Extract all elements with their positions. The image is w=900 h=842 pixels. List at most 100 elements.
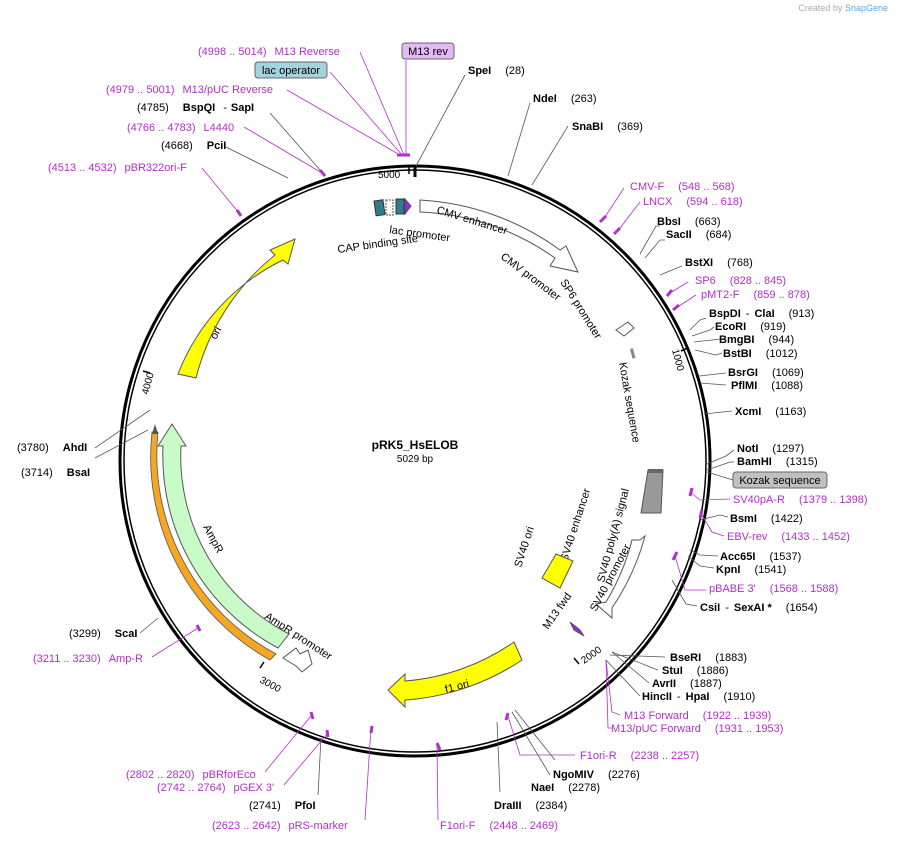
primer-label: (2623 .. 2642)pRS-marker: [212, 820, 348, 832]
primer-label: CMV-F(548 .. 568): [630, 181, 735, 193]
sv40-ori-bar: [541, 553, 574, 589]
sv40-promoter-arrow: [594, 534, 646, 620]
enzyme-label: DraIII(2384): [494, 800, 567, 812]
enzyme-label: (4785)BspQI-SapI: [137, 102, 254, 114]
cap-binding-site-label: CAP binding site: [337, 233, 419, 256]
sv40-ori-label: SV40 ori: [512, 525, 536, 569]
primer-label: F1ori-R(2238 .. 2257): [580, 750, 699, 762]
enzyme-label: BsrGI(1069): [728, 367, 804, 379]
kozak-mark-2: [648, 469, 663, 473]
lac-operator-label: lac operator: [262, 65, 320, 77]
enzyme-label: XcmI(1163): [735, 406, 806, 418]
enzyme-label: CsiI-SexAI *(1654): [700, 602, 818, 614]
enzyme-labels-left: (2741)PfoI (3299)ScaI (3714)BsaI (3780)A…: [17, 102, 316, 812]
plasmid-name: pRK5_HsELOB: [372, 438, 459, 452]
primer-label: SP6(828 .. 845): [695, 275, 786, 287]
enzyme-label: (4668)PciI: [161, 140, 226, 152]
orange-feature-arrowhead: [152, 424, 158, 434]
tick-label-3000: 3000: [258, 675, 283, 695]
enzyme-label: NdeI(263): [533, 93, 597, 105]
m13-fwd-arrow: [569, 621, 585, 637]
credit-prefix: Created by: [798, 3, 843, 13]
primer-label: EBV-rev(1433 .. 1452): [727, 531, 850, 543]
enzyme-label: NaeI(2278): [531, 782, 600, 794]
enzyme-label: KpnI(1541): [716, 564, 786, 576]
primer-label: pBABE 3'(1568 .. 1588): [709, 583, 838, 595]
f1-ori-arrow: [387, 641, 523, 709]
enzyme-label: BbsI(663): [657, 216, 721, 228]
enzyme-label: BmgBI(944): [719, 334, 794, 346]
enzyme-label: BamHI(1315): [737, 456, 818, 468]
sv40-polya-arrow: [640, 469, 664, 514]
cmv-promoter-label: CMV promoter: [498, 251, 563, 304]
enzyme-label: (3780)AhdI: [17, 442, 87, 454]
primer-label: M13/pUC Forward(1931 .. 1953): [611, 723, 783, 735]
primer-label: M13 Forward(1922 .. 1939): [624, 710, 771, 722]
orange-feature-bar: [150, 431, 277, 661]
cmv-enhancer-arrow: [419, 199, 579, 273]
cap-binding-site-box: [373, 199, 386, 217]
kozak-label-1: Kozak sequence: [616, 361, 642, 443]
m13-rev-box-label-bg: [401, 42, 455, 60]
sp6-promoter-label: SP6 promoter: [557, 277, 603, 341]
primer-labels: CMV-F(548 .. 568) LNCX(594 .. 618) SP6(8…: [440, 181, 867, 832]
enzyme-label: SacII(684): [666, 229, 731, 241]
enzyme-label: PflMI(1088): [731, 380, 803, 392]
snapgene-logo-text: SnapGene: [844, 3, 888, 13]
ampr-promoter-arrow: [282, 647, 313, 673]
tick-2000: [573, 657, 580, 665]
enzyme-label: (3299)ScaI: [69, 628, 137, 640]
primer-label: (2802 .. 2820)pBRforEco: [126, 769, 256, 781]
primer-label: (4513 .. 4532)pBR322ori-F: [48, 162, 187, 174]
enzyme-label: AvrII(1887): [652, 678, 722, 690]
primer-labels-left: (2623 .. 2642)pRS-marker (2742 .. 2764)p…: [33, 46, 348, 832]
ori-label: ori: [208, 325, 224, 341]
snapgene-credit: Created by SnapGene: [798, 3, 888, 13]
enzyme-leaders: [94, 74, 735, 796]
enzyme-label: SnaBI(369): [572, 121, 643, 133]
primer-label: (4998 .. 5014)M13 Reverse: [198, 46, 340, 58]
primer-label: (2742 .. 2764)pGEX 3': [157, 782, 274, 794]
tick-label-2000: 2000: [579, 644, 604, 666]
tick-4000: [142, 370, 151, 374]
primer-label: (4979 .. 5001)M13/pUC Reverse: [106, 84, 273, 96]
m13-rev-label: M13 rev: [408, 46, 448, 58]
enzyme-label: EcoRI(919): [715, 321, 786, 333]
enzyme-label: BstBI(1012): [723, 348, 798, 360]
tick-label-1000: 1000: [669, 348, 685, 373]
lac-operator-box-label-bg: [254, 61, 328, 79]
primer-label: F1ori-F(2448 .. 2469): [440, 820, 558, 832]
enzyme-label: HincII-HpaI(1910): [642, 691, 755, 703]
enzyme-label: (2741)PfoI: [249, 800, 316, 812]
enzyme-label: StuI(1886): [662, 665, 729, 677]
primer-label: (3211 .. 3230)Amp-R: [33, 653, 143, 665]
primer-label: LNCX(594 .. 618): [643, 196, 743, 208]
primer-leaders: [151, 51, 731, 821]
tick-label-5000: 5000: [378, 170, 401, 181]
enzyme-label: NotI(1297): [737, 443, 804, 455]
lac-promoter-box: [385, 199, 394, 216]
kozak-box-label: Kozak sequence: [739, 475, 820, 487]
sp6-promoter-arrow: [615, 321, 635, 337]
m13-rev-arrow: [404, 197, 412, 216]
primer-label: (4766 .. 4783)L4440: [127, 122, 234, 134]
plasmid-length: 5029 bp: [397, 454, 434, 465]
lac-operator-box: [395, 198, 405, 215]
enzyme-label: SpeI(28): [468, 65, 525, 77]
enzyme-label: BsmI(1422): [730, 513, 803, 525]
ori-arrow: [177, 238, 296, 379]
enzyme-label: BseRI(1883): [670, 652, 747, 664]
enzyme-label: NgoMIV(2276): [553, 769, 640, 781]
tick-3000: [259, 661, 265, 669]
tick-label-4000: 4000: [140, 371, 156, 396]
sv40-enhancer-label: SV40 enhancer: [558, 487, 593, 563]
enzyme-label: BspDI-ClaI(913): [709, 308, 814, 320]
enzyme-label: (3714)BsaI: [21, 467, 90, 479]
primer-label: pMT2-F(859 .. 878): [701, 289, 810, 301]
kozak-mark-1: [630, 348, 636, 359]
primer-label: SV40pA-R(1379 .. 1398): [733, 494, 867, 506]
enzyme-labels: SpeI(28) NdeI(263) SnaBI(369) BbsI(663) …: [468, 65, 818, 812]
ampr-arrow: [157, 423, 290, 649]
enzyme-label: Acc65I(1537): [720, 551, 801, 563]
